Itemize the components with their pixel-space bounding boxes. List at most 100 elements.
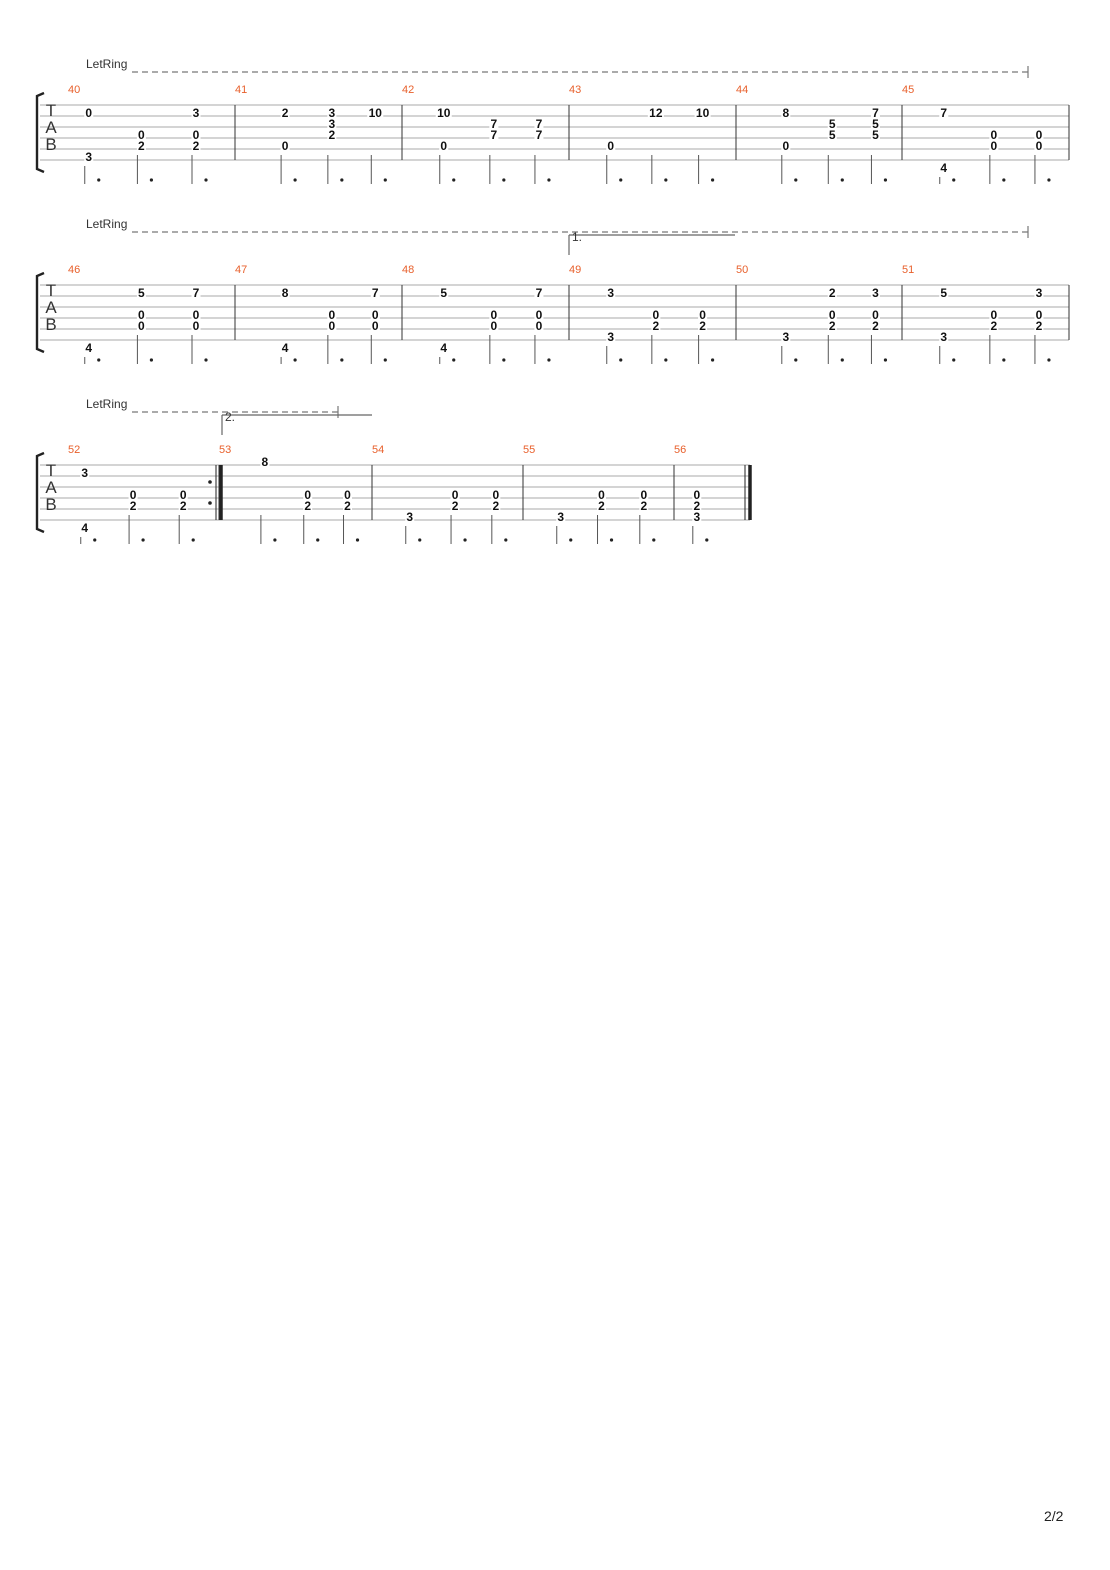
fret-background — [870, 108, 880, 118]
fret-background — [870, 288, 880, 298]
rhythm-dot — [840, 178, 844, 182]
rhythm-dot — [273, 538, 277, 542]
fret-background — [80, 468, 90, 478]
fret-background — [597, 501, 607, 511]
fret-background — [327, 310, 337, 320]
fret-background — [370, 321, 380, 331]
fret-number: 2 — [180, 499, 187, 513]
fret-number: 2 — [329, 128, 336, 142]
fret-background — [327, 321, 337, 331]
fret-number: 7 — [491, 128, 498, 142]
rhythm-dot — [547, 178, 551, 182]
fret-background — [343, 501, 353, 511]
fret-number: 0 — [329, 319, 336, 333]
fret-number: 2 — [138, 139, 145, 153]
rhythm-dot — [97, 358, 101, 362]
repeat-dot — [208, 480, 212, 484]
let-ring-label: LetRing — [86, 217, 127, 231]
fret-background — [606, 288, 616, 298]
measure-number: 53 — [219, 444, 231, 456]
fret-number: 3 — [607, 330, 614, 344]
fret-background — [128, 490, 138, 500]
rhythm-dot — [340, 358, 344, 362]
fret-background — [84, 108, 94, 118]
measure-number: 42 — [402, 84, 414, 96]
fret-background — [1034, 310, 1044, 320]
fret-number: 2 — [699, 319, 706, 333]
measure-number: 44 — [736, 84, 748, 96]
fret-background — [939, 163, 949, 173]
fret-background — [827, 288, 837, 298]
fret-number: 2 — [991, 319, 998, 333]
fret-number: 5 — [829, 128, 836, 142]
fret-background — [827, 119, 837, 129]
fret-background — [136, 310, 146, 320]
measure-number: 51 — [902, 264, 914, 276]
fret-number: 3 — [81, 466, 88, 480]
tab-clef-letter: A — [45, 118, 57, 137]
rhythm-dot — [547, 358, 551, 362]
fret-background — [136, 130, 146, 140]
fret-number: 7 — [372, 286, 379, 300]
measure-number: 54 — [372, 444, 384, 456]
fret-number: 3 — [607, 286, 614, 300]
fret-background — [128, 501, 138, 511]
tab-clef-letter: A — [45, 298, 57, 317]
rhythm-dot — [463, 538, 467, 542]
fret-number: 0 — [492, 488, 499, 502]
fret-number: 0 — [138, 128, 145, 142]
rhythm-dot — [883, 178, 888, 182]
fret-number: 0 — [991, 128, 998, 142]
fret-number: 7 — [536, 117, 543, 131]
fret-number: 2 — [344, 499, 351, 513]
fret-background — [367, 108, 384, 118]
fret-background — [556, 512, 566, 522]
rhythm-dot — [452, 358, 456, 362]
fret-background — [534, 119, 544, 129]
fret-number: 3 — [872, 286, 879, 300]
fret-number: 4 — [81, 521, 88, 535]
fret-number: 2 — [640, 499, 647, 513]
fret-number: 3 — [85, 150, 92, 164]
fret-number: 2 — [829, 286, 836, 300]
fret-background — [1034, 288, 1044, 298]
system-bracket — [35, 271, 45, 354]
fret-background — [327, 108, 337, 118]
fret-background — [191, 130, 201, 140]
rhythm-dot — [149, 358, 153, 362]
rhythm-dot — [952, 178, 956, 182]
fret-number: 3 — [557, 510, 564, 524]
fret-background — [439, 141, 449, 151]
rhythm-dot — [504, 538, 508, 542]
fret-number: 0 — [344, 488, 351, 502]
measure-number: 55 — [523, 444, 535, 456]
fret-number: 12 — [649, 106, 663, 120]
rhythm-dot — [452, 178, 456, 182]
fret-background — [692, 512, 702, 522]
fret-number: 2 — [1036, 319, 1043, 333]
system-bracket — [35, 451, 45, 534]
fret-number: 7 — [536, 128, 543, 142]
fret-number: 2 — [193, 139, 200, 153]
fret-number: 4 — [282, 341, 289, 355]
measure-number: 52 — [68, 444, 80, 456]
rhythm-dot — [1047, 358, 1051, 362]
fret-background — [178, 501, 188, 511]
fret-background — [534, 321, 544, 331]
fret-background — [698, 321, 708, 331]
measure-number: 46 — [68, 264, 80, 276]
fret-background — [534, 310, 544, 320]
fret-background — [489, 119, 499, 129]
rhythm-dot — [664, 178, 668, 182]
rhythm-dot — [316, 538, 320, 542]
tab-clef-letter: T — [46, 101, 56, 120]
fret-number: 0 — [872, 308, 879, 322]
fret-number: 5 — [440, 286, 447, 300]
rhythm-dot — [191, 538, 195, 542]
fret-number: 0 — [138, 308, 145, 322]
let-ring-label: LetRing — [86, 397, 127, 411]
fret-background — [80, 523, 90, 533]
fret-background — [1034, 130, 1044, 140]
fret-number: 3 — [1036, 286, 1043, 300]
